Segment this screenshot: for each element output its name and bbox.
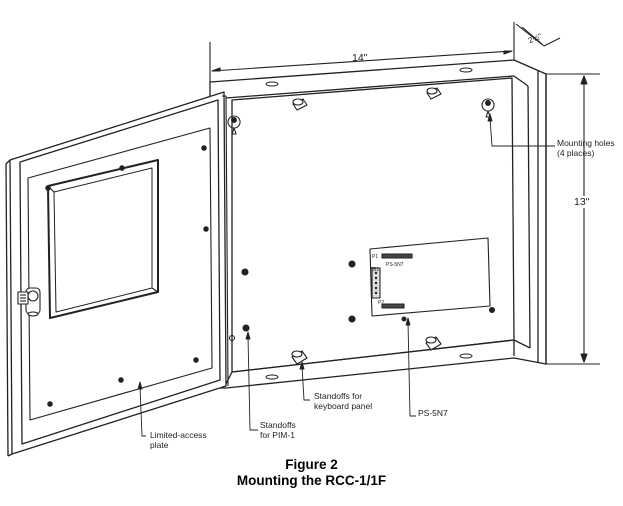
leader-lines <box>137 113 555 437</box>
standoffs-keyboard-label: Standoffs for keyboard panel <box>314 391 373 411</box>
board-p1-label: P1 <box>372 254 378 260</box>
board-p2-label: P2 <box>378 300 384 306</box>
keyhole-icon <box>481 98 495 118</box>
lock-icon[interactable] <box>17 287 41 317</box>
figure-title: Mounting the RCC-1/1F <box>236 473 387 488</box>
figure-number: Figure 2 <box>285 457 338 472</box>
board-ps5n7-label: PS-5N7 <box>386 262 404 268</box>
width-dimension-line <box>209 22 515 82</box>
standoff-icon <box>291 350 308 365</box>
back-box <box>209 59 547 389</box>
height-dimension: 13" <box>572 196 592 208</box>
screw-hole-icon <box>228 334 236 342</box>
ps5n7-label: PS-5N7 <box>418 408 448 418</box>
limited-access-plate <box>27 127 213 421</box>
standoff-icon <box>292 98 308 111</box>
standoff-icon <box>426 87 442 100</box>
depth-dimension-line <box>515 23 561 47</box>
pim-standoff-icon <box>241 268 250 332</box>
limited-access-label: Limited-access plate <box>150 430 207 450</box>
standoff-icon <box>425 336 442 351</box>
height-dimension-line <box>546 73 600 365</box>
standoffs-pim-label: Standoffs for PIM-1 <box>260 420 296 440</box>
mounting-holes-label: Mounting holes (4 places) <box>557 138 615 158</box>
rim-slots <box>265 67 473 380</box>
door-hinge-edge <box>222 95 229 387</box>
ps5n7-board <box>369 237 491 322</box>
width-dimension: 14" <box>352 52 368 64</box>
keyhole-icon <box>227 115 241 135</box>
board-tb1-label: TB1 <box>370 267 379 273</box>
board-screw-icon <box>348 260 496 323</box>
